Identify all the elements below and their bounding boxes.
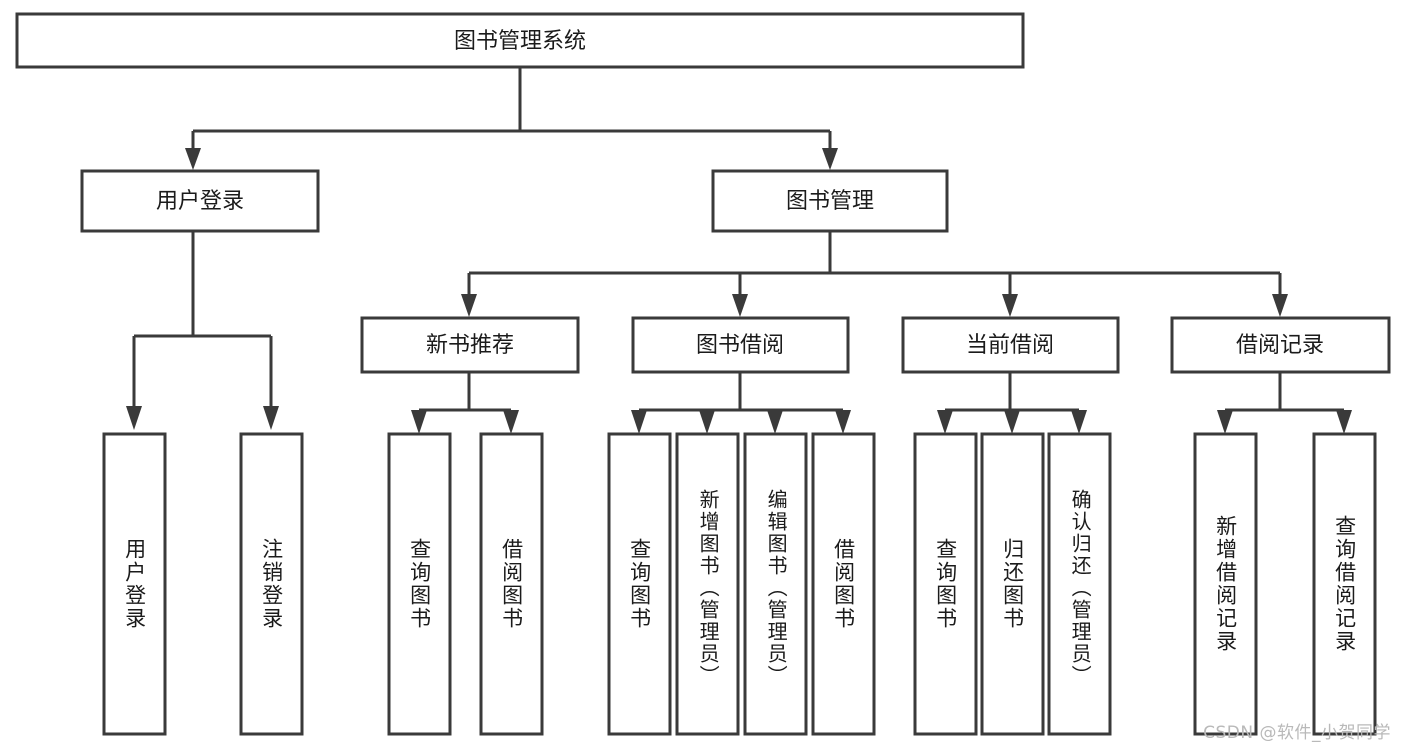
leaf-box-bb-add-book[interactable]: [675, 432, 740, 736]
leaf-box-user-login[interactable]: [102, 432, 167, 736]
arrow-to-bb-leaf-1: [631, 410, 647, 434]
node-new-book-box[interactable]: [360, 316, 580, 374]
leaf-box-bb-edit-book[interactable]: [743, 432, 808, 736]
arrow-to-book-mgmt: [822, 148, 838, 170]
arrow-to-bb-leaf-3: [767, 410, 783, 434]
arrow-to-br-leaf-1: [1217, 410, 1233, 434]
connectors: [126, 68, 1352, 434]
node-borrow-record-box[interactable]: [1170, 316, 1391, 374]
leaf-box-bb-query-book[interactable]: [607, 432, 672, 736]
arrow-to-cb-leaf-1: [937, 410, 953, 434]
arrow-to-nb-leaf-1: [411, 410, 427, 434]
arrow-to-bb-leaf-2: [699, 410, 715, 434]
arrow-to-cb-leaf-2: [1004, 410, 1020, 434]
leaf-box-br-add-record[interactable]: [1193, 432, 1258, 736]
arrow-to-br-leaf-2: [1336, 410, 1352, 434]
node-book-borrow-label: 图书借阅: [696, 333, 784, 358]
node-new-book-label: 新书推荐: [426, 333, 514, 358]
node-book-borrow-box[interactable]: [631, 316, 850, 374]
arrow-to-nb-leaf-2: [503, 410, 519, 434]
arrow-to-bb-leaf-4: [835, 410, 851, 434]
arrow-to-new-book: [461, 294, 477, 317]
leaf-box-nb-borrow-book[interactable]: [479, 432, 544, 736]
leaf-box-cb-query-book[interactable]: [913, 432, 978, 736]
node-current-borrow-box[interactable]: [901, 316, 1120, 374]
node-book-mgmt-box[interactable]: [711, 169, 949, 233]
leaf-box-cb-return-book[interactable]: [980, 432, 1045, 736]
leaf-box-br-query-record[interactable]: [1312, 432, 1377, 736]
csdn-watermark: CSDN @软件_小贺同学: [1203, 723, 1391, 743]
arrow-to-borrow-record: [1272, 294, 1288, 317]
arrow-to-book-borrow: [732, 294, 748, 317]
node-user-login-box[interactable]: [80, 169, 320, 233]
node-borrow-record-label: 借阅记录: [1236, 333, 1324, 358]
leaf-box-bb-borrow-book[interactable]: [811, 432, 876, 736]
leaf-box-nb-query-book[interactable]: [387, 432, 452, 736]
leaf-box-logout[interactable]: [239, 432, 304, 736]
arrow-to-current-borrow: [1002, 294, 1018, 317]
node-current-borrow-label: 当前借阅: [966, 333, 1054, 358]
arrow-to-user-login: [185, 148, 201, 170]
leaf-box-cb-confirm-return[interactable]: [1047, 432, 1112, 736]
arrow-to-leaf-logout: [263, 406, 279, 430]
arrow-to-leaf-user-login: [126, 406, 142, 430]
node-root-label: 图书管理系统: [454, 29, 586, 54]
arrow-to-cb-leaf-3: [1071, 410, 1087, 434]
node-user-login-label: 用户登录: [156, 189, 244, 214]
node-book-mgmt-label: 图书管理: [786, 189, 874, 214]
nodes: 图书管理系统 用户登录 图书管理 新书推荐 图书借阅 当前借阅 借阅记录: [15, 12, 1391, 736]
node-root-box[interactable]: [15, 12, 1025, 69]
